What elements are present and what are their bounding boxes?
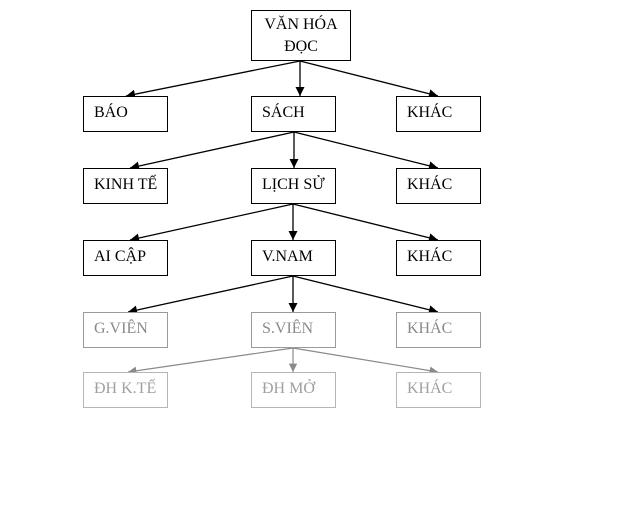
node-label: ĐH MỞ xyxy=(262,380,315,397)
connector-lichsu-khac xyxy=(292,203,439,243)
node-root-line2: ĐỌC xyxy=(284,38,318,55)
node-row2-center: LỊCH SỬ xyxy=(251,168,336,204)
connector-vnam-gvien xyxy=(127,275,294,315)
node-label: BÁO xyxy=(94,104,128,121)
node-label: KHÁC xyxy=(407,380,453,397)
node-row3-right: KHÁC xyxy=(396,240,481,276)
node-row5-left: ĐH K.TẾ xyxy=(83,372,168,408)
node-row5-center: ĐH MỞ xyxy=(251,372,336,408)
connector-sach-kinhte xyxy=(129,131,295,171)
node-row5-right: KHÁC xyxy=(396,372,481,408)
node-row4-left: G.VIÊN xyxy=(83,312,168,348)
node-row1-right: KHÁC xyxy=(396,96,481,132)
node-label: SÁCH xyxy=(262,104,305,121)
node-label: KHÁC xyxy=(407,104,453,121)
node-root: VĂN HÓA ĐỌC xyxy=(251,10,351,61)
connector-vnam-khac xyxy=(292,275,439,315)
connector-sach-khac xyxy=(293,131,439,171)
node-row1-center: SÁCH xyxy=(251,96,336,132)
node-label: KINH TẾ xyxy=(94,176,158,193)
node-row3-center: V.NAM xyxy=(251,240,336,276)
connector-root-bao xyxy=(125,60,301,99)
connector-lichsu-aicap xyxy=(129,203,294,243)
node-root-line1: VĂN HÓA xyxy=(264,16,338,33)
connector-root-khac xyxy=(299,60,439,99)
node-label: LỊCH SỬ xyxy=(262,176,325,193)
connector-svien-dhkte xyxy=(127,347,294,375)
node-label: KHÁC xyxy=(407,248,453,265)
node-row2-left: KINH TẾ xyxy=(83,168,168,204)
node-row2-right: KHÁC xyxy=(396,168,481,204)
node-label: V.NAM xyxy=(262,248,313,265)
node-label: ĐH K.TẾ xyxy=(94,380,157,397)
node-label: S.VIÊN xyxy=(262,320,314,337)
connector-svien-khac xyxy=(292,347,439,375)
node-label: KHÁC xyxy=(407,176,453,193)
node-row4-center: S.VIÊN xyxy=(251,312,336,348)
node-label: G.VIÊN xyxy=(94,320,148,337)
node-row4-right: KHÁC xyxy=(396,312,481,348)
node-label: AI CẬP xyxy=(94,248,147,265)
node-row3-left: AI CẬP xyxy=(83,240,168,276)
node-label: KHÁC xyxy=(407,320,453,337)
node-row1-left: BÁO xyxy=(83,96,168,132)
